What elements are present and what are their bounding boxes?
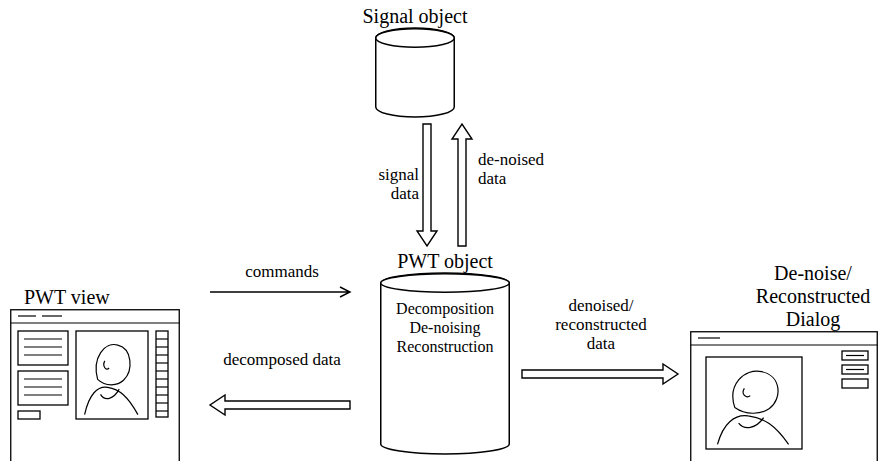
figure-arm: [739, 418, 764, 428]
block-arrow: [522, 364, 678, 384]
button: [842, 365, 868, 374]
object-cylinder: Signal object: [363, 5, 468, 118]
figure-head: [733, 371, 778, 413]
window-icon: [691, 332, 878, 461]
slider-tick: [156, 362, 168, 363]
object-cylinder: PWT objectDecomposition De-noising Recon…: [380, 250, 510, 455]
slider-tick: [156, 346, 168, 347]
menu-mark: [42, 315, 62, 316]
picture-frame: [76, 331, 148, 419]
figure-head: [96, 345, 130, 385]
menu-mark: [18, 315, 36, 316]
view-window: PWT view: [10, 286, 180, 461]
node-shape: Decomposition De-noising Reconstruction: [380, 273, 510, 455]
node-outline: [690, 331, 878, 461]
panel-line: [24, 378, 62, 379]
window-frame: [11, 310, 180, 461]
node-heading: PWT view: [10, 286, 110, 309]
node-shape: [10, 309, 180, 461]
node-heading: Signal object: [363, 5, 468, 28]
figure-shoulders: [718, 416, 789, 445]
slider-tick: [156, 410, 168, 411]
button-line: [846, 355, 864, 356]
edge-label: decomposed data: [218, 350, 346, 369]
picture-figure: [718, 371, 789, 444]
block-arrow: [210, 395, 350, 415]
node-body-text: Decomposition De-noising Reconstruction: [385, 299, 505, 357]
node-outline: [10, 309, 180, 461]
thin-arrow: [210, 287, 350, 297]
edge-label: commands: [212, 262, 352, 281]
edge-label: de-noised data: [476, 150, 572, 188]
figure-arm: [101, 389, 120, 398]
cylinder-body: [376, 28, 455, 117]
cylinder-body: [381, 273, 510, 454]
slider-tick: [156, 394, 168, 395]
slider-bar: [156, 331, 168, 417]
node-shape: [690, 331, 878, 461]
button: [842, 379, 868, 388]
block-arrow: [452, 124, 472, 246]
node-shape: [375, 28, 455, 118]
figure-ear: [104, 361, 109, 369]
button-line: [846, 369, 864, 370]
edge-label: denoised/ reconstructed data: [540, 296, 662, 353]
edge-label: signal data: [353, 165, 421, 203]
panel-line: [24, 338, 62, 339]
dialog-window: De-noise/ Reconstructed Dialog: [690, 262, 878, 461]
slider-tick: [156, 354, 168, 355]
slider-tick: [156, 386, 168, 387]
cylinder-top: [376, 29, 455, 48]
figure-ear: [743, 388, 750, 397]
title-bar: [691, 344, 878, 345]
panel-line: [24, 346, 62, 347]
panel-line: [24, 394, 62, 395]
panel-line: [24, 354, 62, 355]
cylinder-top: [381, 274, 510, 293]
picture-figure: [85, 345, 138, 415]
panel-line: [24, 386, 62, 387]
figure-shoulders: [85, 387, 138, 415]
button: [18, 411, 40, 419]
control-panel: [18, 331, 68, 365]
node-heading: PWT object: [397, 250, 493, 273]
window-icon: [11, 310, 180, 461]
slider-tick: [156, 402, 168, 403]
node-outline: [375, 28, 455, 118]
slider-tick: [156, 378, 168, 379]
picture-frame: [706, 357, 802, 449]
node-heading: De-noise/ Reconstructed Dialog: [748, 262, 878, 331]
title-bar: [11, 322, 180, 323]
slider-tick: [156, 370, 168, 371]
slider-tick: [156, 338, 168, 339]
menu-mark: [698, 337, 720, 338]
button: [842, 351, 868, 360]
control-panel: [18, 371, 68, 405]
window-frame: [691, 332, 878, 461]
